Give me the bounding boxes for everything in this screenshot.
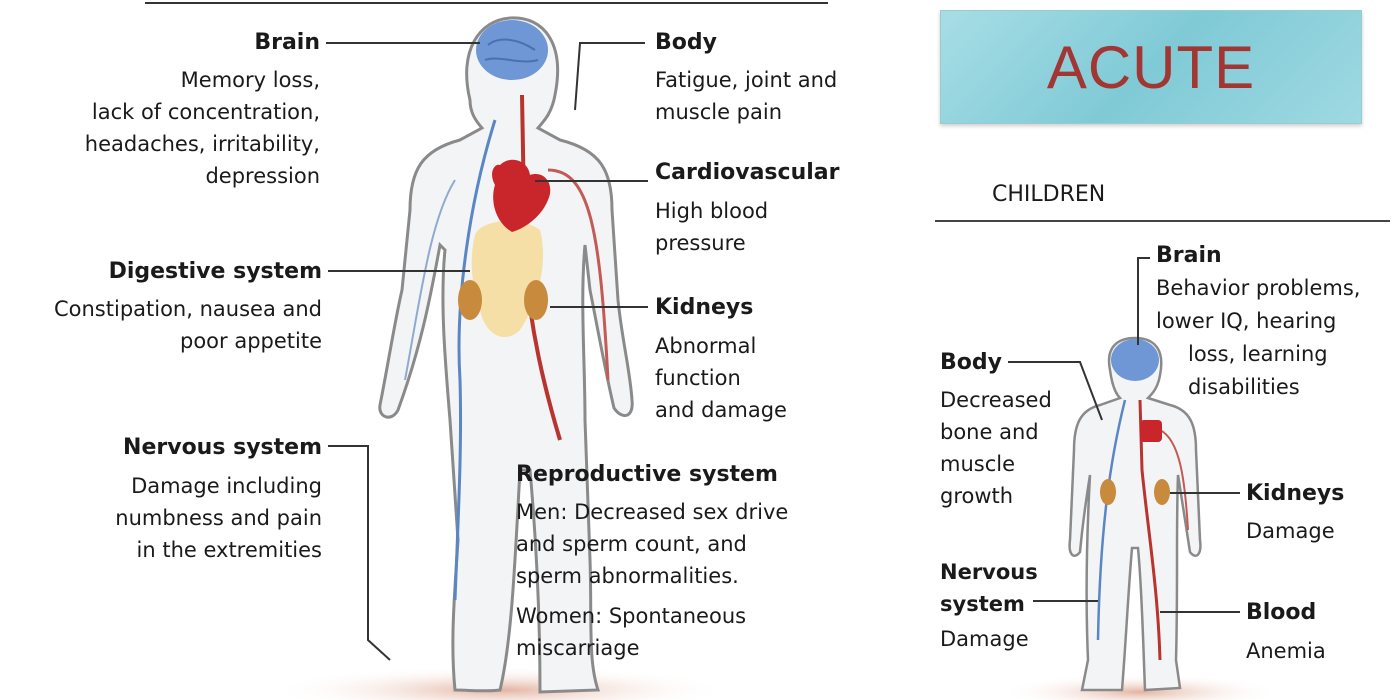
child-kidneys-desc: Damage — [1246, 519, 1335, 543]
heart — [492, 159, 551, 232]
adult-vein-arm — [404, 179, 456, 381]
child-leader-brain — [1137, 257, 1150, 345]
adult-reproductive-men: Men: Decreased sex drive and sperm count… — [516, 500, 789, 588]
child-leader-lines — [1008, 257, 1240, 613]
child-blood-title: Blood — [1246, 600, 1317, 625]
adult-reproductive-title: Reproductive system — [516, 462, 778, 487]
child-brain-desc-1: Behavior problems, lower IQ, hearing — [1156, 276, 1361, 333]
child-brain-desc-2: loss, learning disabilities — [1188, 342, 1328, 399]
adult-body-outline — [378, 16, 634, 694]
adult-kidney-left — [458, 280, 482, 320]
adult-brain-desc: Memory loss, lack of concentration, head… — [84, 68, 320, 188]
adult-nervous-desc: Damage including numbness and pain in th… — [115, 474, 322, 562]
child-ground-shadow — [1000, 674, 1280, 700]
adult-digestive-desc: Constipation, nausea and poor appetite — [53, 297, 322, 353]
acute-banner: ACUTE — [940, 10, 1362, 124]
child-body-desc: Decreased bone and muscle growth — [940, 388, 1052, 508]
child-body-title: Body — [940, 350, 1002, 375]
child-kidney-right — [1154, 479, 1170, 505]
adult-kidney-right — [524, 280, 548, 320]
child-kidney-left — [1100, 479, 1116, 505]
child-brain — [1111, 339, 1159, 381]
child-blood-desc: Anemia — [1246, 639, 1326, 663]
child-heart — [1140, 420, 1162, 442]
child-artery-arm — [1159, 429, 1189, 531]
adult-body-desc: Fatigue, joint and muscle pain — [655, 68, 838, 124]
adult-kidneys-title: Kidneys — [655, 295, 754, 320]
adult-brain-folds — [484, 38, 539, 63]
adult-kidneys-desc: Abnormal function and damage — [655, 334, 787, 422]
adult-figure — [378, 16, 634, 694]
adult-brain — [476, 20, 548, 80]
adult-brain-title: Brain — [254, 30, 320, 55]
child-brain-title: Brain — [1156, 243, 1222, 268]
leader-body — [574, 42, 645, 111]
acute-label: ACUTE — [1046, 33, 1256, 101]
child-body-outline — [1068, 336, 1202, 692]
adult-artery-arm — [547, 168, 610, 381]
adult-nervous-title: Nervous system — [123, 435, 322, 460]
child-nervous-desc: Damage — [940, 627, 1029, 651]
adult-body-title: Body — [655, 30, 717, 55]
adult-digestive-title: Digestive system — [108, 259, 322, 284]
adult-reproductive-women: Women: Spontaneous miscarriage — [516, 604, 747, 660]
adult-cardio-desc: High blood pressure — [655, 199, 769, 255]
adult-vein — [453, 119, 497, 601]
adult-cardio-title: Cardiovascular — [655, 160, 840, 185]
child-kidneys-title: Kidneys — [1246, 481, 1345, 506]
child-artery — [1138, 399, 1162, 661]
child-nervous-title: Nervous system — [940, 560, 1038, 616]
children-heading: CHILDREN — [992, 182, 1106, 207]
child-figure — [1068, 336, 1202, 692]
child-leader-body — [1008, 361, 1103, 421]
leader-nervous — [328, 445, 391, 661]
adult-leader-lines — [326, 42, 648, 661]
